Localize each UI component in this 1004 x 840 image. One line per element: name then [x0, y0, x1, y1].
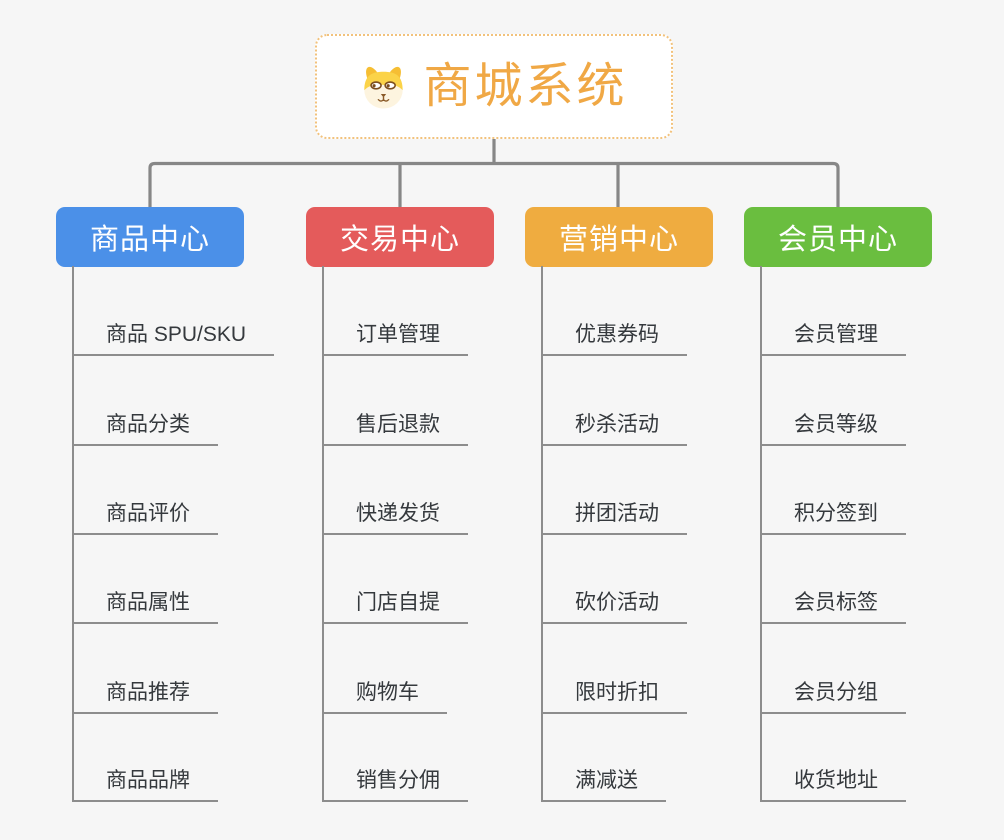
leaf-node[interactable]: 商品属性	[72, 590, 218, 624]
leaf-node[interactable]: 限时折扣	[541, 680, 687, 714]
branch-label: 商品中心	[89, 224, 210, 256]
leaf-node[interactable]: 会员等级	[760, 412, 906, 446]
leaf-node[interactable]: 商品分类	[72, 412, 218, 446]
root-title: 商城系统	[423, 59, 628, 113]
leaf-node[interactable]: 积分签到	[760, 501, 906, 535]
leaf-node[interactable]: 秒杀活动	[541, 412, 687, 446]
leaf-node[interactable]: 快递发货	[322, 501, 468, 535]
leaf-node[interactable]: 商品评价	[72, 501, 218, 535]
leaf-node[interactable]: 购物车	[322, 680, 447, 714]
leaf-node[interactable]: 收货地址	[760, 768, 906, 802]
leaf-node[interactable]: 商品 SPU/SKU	[72, 322, 275, 356]
leaf-node[interactable]: 会员标签	[760, 590, 906, 624]
branch-label: 会员中心	[777, 224, 898, 256]
branch-label: 交易中心	[339, 224, 460, 256]
leaf-node[interactable]: 订单管理	[322, 322, 468, 356]
leaf-node[interactable]: 商品推荐	[72, 680, 218, 714]
leaf-node[interactable]: 满减送	[541, 768, 666, 802]
leaf-node[interactable]: 砍价活动	[541, 590, 687, 624]
branch-bus-line	[148, 161, 840, 207]
leaf-column-trade: 订单管理 售后退款 快递发货 门店自提 购物车 销售分佣	[322, 266, 468, 802]
leaf-column-product: 商品 SPU/SKU 商品分类 商品评价 商品属性 商品推荐 商品品牌	[72, 266, 275, 802]
leaf-node[interactable]: 销售分佣	[322, 768, 468, 802]
branch-node-member-center[interactable]: 会员中心	[744, 207, 932, 267]
leaf-node[interactable]: 拼团活动	[541, 501, 687, 535]
dog-face-icon	[364, 66, 404, 109]
leaf-node[interactable]: 会员分组	[760, 680, 906, 714]
branch-node-product-center[interactable]: 商品中心	[56, 207, 244, 267]
leaf-node[interactable]: 门店自提	[322, 590, 468, 624]
leaf-column-marketing: 优惠券码 秒杀活动 拼团活动 砍价活动 限时折扣 满减送	[541, 266, 687, 802]
leaf-node[interactable]: 优惠券码	[541, 322, 687, 356]
root-node[interactable]: 商城系统	[315, 34, 673, 139]
branch-label: 营销中心	[558, 224, 679, 256]
leaf-node[interactable]: 售后退款	[322, 412, 468, 446]
leaf-node[interactable]: 商品品牌	[72, 768, 218, 802]
branch-node-marketing-center[interactable]: 营销中心	[525, 207, 713, 267]
leaf-node[interactable]: 会员管理	[760, 322, 906, 356]
branch-node-trade-center[interactable]: 交易中心	[306, 207, 494, 267]
leaf-column-member: 会员管理 会员等级 积分签到 会员标签 会员分组 收货地址	[760, 266, 906, 802]
